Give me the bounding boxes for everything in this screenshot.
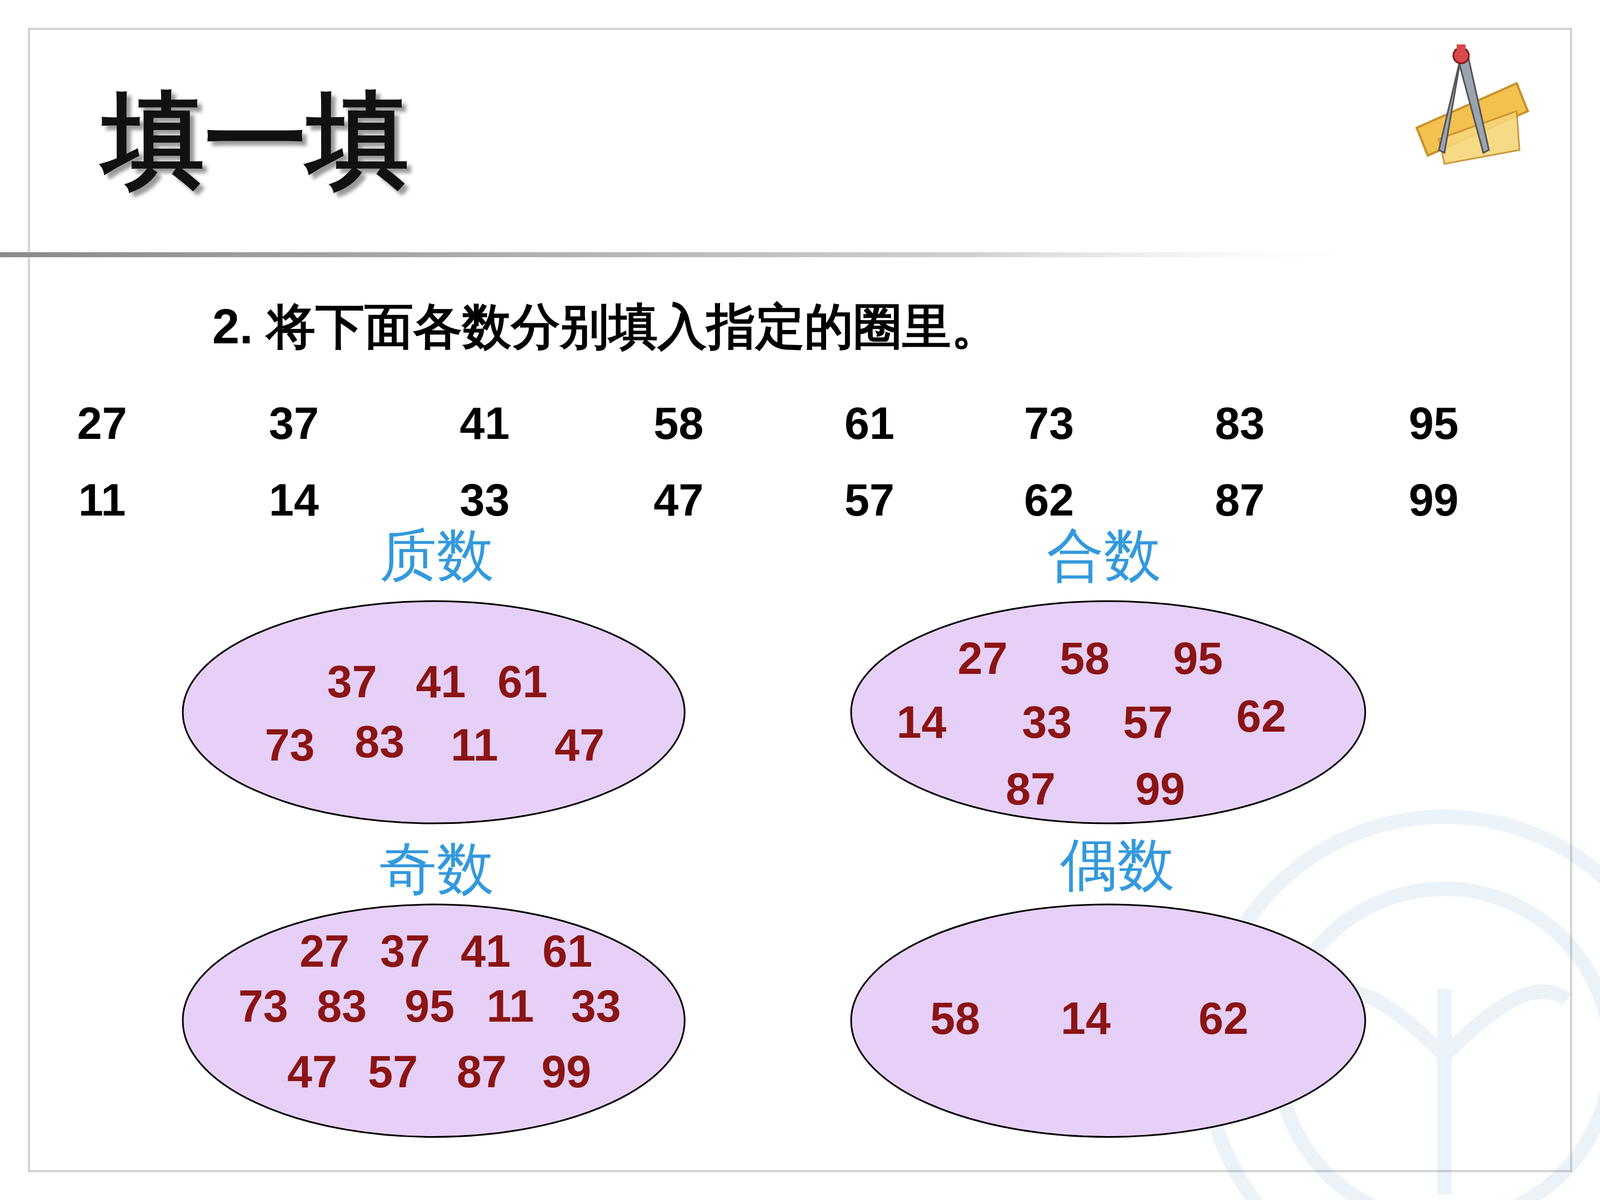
set-member: 62 — [1198, 992, 1249, 1045]
set-member: 41 — [460, 925, 511, 977]
set-member: 58 — [930, 992, 980, 1045]
set-member: 14 — [1060, 992, 1111, 1045]
ellipse-shape — [851, 904, 1365, 1137]
set-member: 57 — [1122, 696, 1173, 749]
set-member: 73 — [238, 980, 289, 1033]
title-rule — [0, 252, 1389, 258]
set-member: 27 — [957, 632, 1008, 684]
set-member: 57 — [367, 1045, 418, 1098]
slide-frame — [28, 28, 1572, 1172]
number-item: 37 — [268, 397, 319, 450]
set-ellipse: 偶数581462 — [850, 903, 1367, 1138]
set-member: 11 — [450, 718, 498, 771]
set-ellipse: 质数37416173831147 — [181, 600, 686, 825]
ellipse-shape — [182, 904, 685, 1137]
set-member: 62 — [1236, 690, 1287, 743]
set-ellipse: 合数275895143357628799 — [850, 600, 1367, 825]
number-item: 47 — [653, 474, 704, 527]
number-item: 99 — [1408, 474, 1459, 527]
set-member: 83 — [316, 980, 367, 1033]
compass-ruler-icon — [1416, 44, 1528, 164]
number-item: 58 — [653, 397, 704, 450]
set-member: 87 — [1005, 762, 1056, 815]
set-member: 37 — [380, 925, 430, 977]
number-item: 87 — [1215, 474, 1265, 527]
ellipse-shape — [851, 601, 1365, 824]
set-member: 11 — [486, 980, 534, 1033]
number-item: 11 — [78, 474, 126, 527]
set-member: 95 — [404, 980, 455, 1033]
set-member: 33 — [1022, 696, 1073, 749]
number-item: 14 — [268, 474, 319, 527]
set-member: 58 — [1060, 632, 1110, 684]
set-member: 47 — [554, 718, 605, 771]
set-member: 95 — [1172, 632, 1223, 684]
set-member: 27 — [299, 925, 350, 977]
set-member: 41 — [416, 655, 467, 708]
number-item: 83 — [1215, 397, 1265, 450]
number-item: 27 — [77, 397, 128, 450]
number-item: 61 — [844, 397, 895, 450]
set-heading: 合数 — [1046, 517, 1162, 595]
number-item: 57 — [844, 474, 895, 527]
set-member: 14 — [896, 696, 947, 749]
instruction-text: 2. 将下面各数分别填入指定的圈里。 — [212, 293, 1000, 360]
set-member: 87 — [456, 1045, 507, 1098]
number-item: 95 — [1408, 397, 1459, 450]
number-item: 33 — [460, 474, 510, 527]
number-item: 73 — [1023, 397, 1074, 450]
set-heading: 偶数 — [1060, 826, 1175, 904]
number-item: 41 — [460, 397, 510, 450]
set-member: 47 — [287, 1045, 338, 1098]
slide-title: 填一填 — [102, 90, 409, 193]
number-item: 62 — [1023, 474, 1074, 527]
set-member: 37 — [327, 655, 378, 708]
set-member: 33 — [571, 980, 622, 1033]
set-member: 61 — [497, 655, 548, 708]
ellipse-outline — [181, 600, 686, 825]
set-member: 61 — [542, 925, 593, 977]
set-member: 99 — [541, 1045, 592, 1098]
ellipse-shape — [182, 601, 685, 824]
set-heading: 质数 — [379, 517, 494, 595]
set-member: 99 — [1135, 762, 1185, 815]
set-ellipse: 奇数27374161738395113347578799 — [181, 903, 686, 1138]
set-heading: 奇数 — [379, 830, 494, 908]
set-member: 73 — [265, 718, 315, 771]
set-member: 83 — [354, 716, 405, 768]
